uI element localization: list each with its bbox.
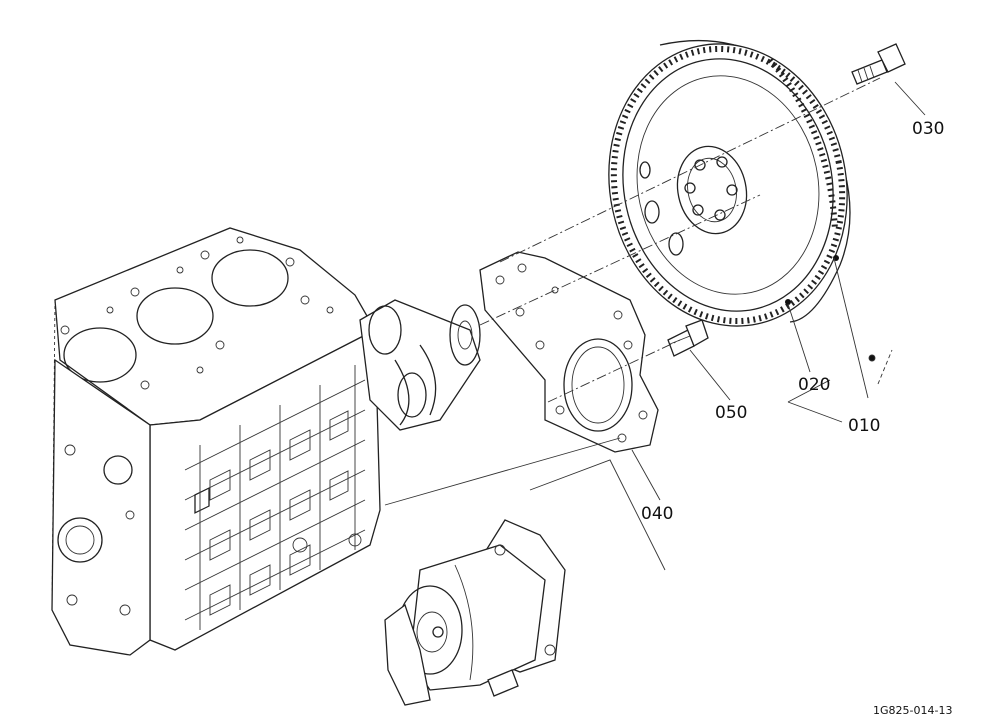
figure-code: 1G825-014-13: [873, 704, 952, 717]
engine-block: [51, 227, 381, 656]
part-number-020: 020: [798, 375, 830, 395]
leader-lines: [384, 77, 926, 571]
bolt-050: [667, 319, 709, 357]
part-number-040: 040: [641, 504, 673, 524]
flywheel-010: [608, 39, 851, 327]
part-number-010: 010: [848, 416, 880, 436]
part-number-030: 030: [912, 119, 944, 139]
part-number-050: 050: [715, 403, 747, 423]
crankshaft: [359, 299, 481, 431]
plate-040: [479, 251, 659, 453]
starter-motor: [384, 519, 566, 706]
bolt-030: [851, 43, 906, 85]
